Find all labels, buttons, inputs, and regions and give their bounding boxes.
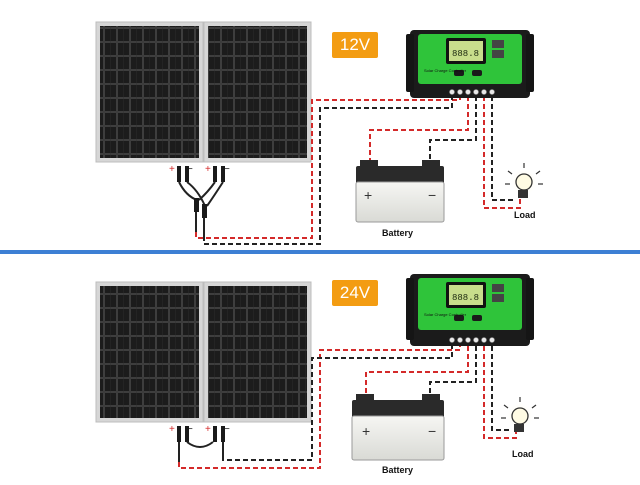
negative-wire — [491, 346, 510, 431]
battery-label: Battery — [382, 465, 414, 475]
system-24v: + − + − — [95, 274, 539, 469]
controller-label: Solar Charge Controller — [424, 312, 467, 317]
svg-text:−: − — [187, 424, 193, 435]
solar-panel-icon — [95, 281, 204, 423]
svg-text:+: + — [205, 164, 211, 175]
light-bulb-icon — [505, 163, 543, 198]
negative-wire — [429, 96, 477, 160]
voltage-label-12v: 12V — [339, 35, 371, 54]
solar-panel-icon — [203, 281, 312, 423]
positive-wire — [483, 346, 517, 439]
positive-wire — [483, 96, 521, 209]
svg-text:+: + — [205, 424, 211, 435]
positive-wire — [195, 96, 461, 239]
charge-controller-icon: 888.8 Solar Charge Controller — [406, 274, 534, 346]
section-divider — [0, 250, 640, 254]
battery-icon: + − — [351, 394, 445, 461]
charge-controller-icon: 888.8 Solar Charge Controller — [406, 30, 534, 98]
controller-label: Solar Charge Controller — [424, 68, 467, 73]
svg-text:−: − — [187, 164, 193, 175]
load-label: Load — [514, 210, 536, 220]
mc4-connector-icon: + − + − — [169, 164, 230, 236]
load-label: Load — [512, 449, 534, 459]
solar-panel-icon — [95, 21, 204, 163]
battery-icon: + − — [355, 160, 445, 223]
svg-text:−: − — [224, 424, 230, 435]
svg-text:+: + — [364, 187, 372, 203]
light-bulb-icon — [501, 397, 539, 432]
svg-text:−: − — [224, 164, 230, 175]
voltage-badge — [332, 32, 378, 58]
svg-text:+: + — [362, 423, 370, 439]
voltage-label-24v: 24V — [339, 283, 371, 302]
negative-wire — [222, 346, 453, 461]
lcd-readout: 888.8 — [452, 49, 479, 59]
positive-wire — [365, 346, 469, 394]
lcd-readout: 888.8 — [452, 293, 479, 303]
svg-text:+: + — [169, 164, 175, 175]
svg-text:+: + — [169, 424, 175, 435]
negative-wire — [429, 346, 477, 394]
mc4-connector-icon: + − + − — [169, 424, 230, 462]
positive-wire — [178, 346, 461, 469]
positive-wire — [369, 96, 469, 160]
system-12v: + − + − — [95, 21, 543, 245]
voltage-badge — [332, 280, 378, 306]
svg-text:−: − — [428, 423, 436, 439]
negative-wire — [491, 96, 514, 201]
svg-text:−: − — [428, 187, 436, 203]
battery-label: Battery — [382, 228, 414, 238]
negative-wire — [203, 96, 453, 245]
solar-panel-icon — [203, 21, 312, 163]
